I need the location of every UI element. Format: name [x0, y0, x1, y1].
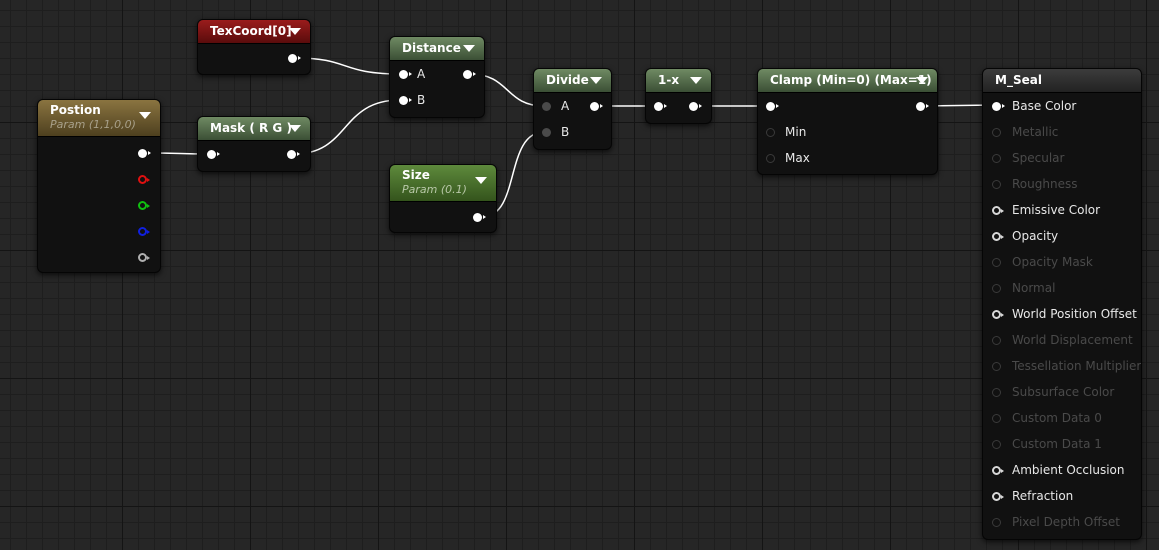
clamp-min-pin[interactable] [766, 128, 775, 137]
position-b-output-pin[interactable] [138, 227, 150, 236]
material-specular-pin[interactable] [992, 154, 1001, 163]
distance-input-a-label: A [417, 67, 426, 81]
material-subsurface-color-pin[interactable] [992, 388, 1001, 397]
texcoord-node[interactable]: TexCoord[0] [197, 19, 311, 75]
material-custom-data-0-label: Custom Data 0 [1012, 411, 1102, 425]
position-a-output-pin[interactable] [138, 253, 150, 262]
material-roughness-pin[interactable] [992, 180, 1001, 189]
material-refraction-label: Refraction [1012, 489, 1074, 503]
clamp-node[interactable]: Clamp (Min=0) (Max=1) Min Max [757, 68, 938, 175]
wire-texcoord-distance-a[interactable] [295, 57, 401, 75]
material-opacity-pin[interactable] [992, 232, 1004, 241]
distance-input-b-label: B [417, 93, 426, 107]
distance-node-header[interactable]: Distance [390, 37, 484, 61]
material-opacity-mask-label: Opacity Mask [1012, 255, 1093, 269]
material-emissive-color-label: Emissive Color [1012, 203, 1101, 217]
position-param-title: Postion [50, 103, 101, 117]
size-param-node[interactable]: Size Param (0.1) [389, 164, 497, 233]
collapse-arrow-icon[interactable] [289, 28, 301, 35]
size-param-title: Size [402, 168, 430, 182]
material-title: M_Seal [995, 73, 1042, 87]
distance-input-b-pin[interactable] [399, 96, 412, 105]
clamp-min-label: Min [785, 125, 807, 139]
material-base-color-label: Base Color [1012, 99, 1077, 113]
divide-input-a-pin[interactable] [542, 102, 551, 111]
material-pixel-depth-offset-label: Pixel Depth Offset [1012, 515, 1120, 529]
distance-input-a-pin[interactable] [399, 70, 412, 79]
material-custom-data-1-pin[interactable] [992, 440, 1001, 449]
divide-input-a-label: A [561, 99, 570, 113]
texcoord-node-header[interactable]: TexCoord[0] [198, 20, 310, 44]
material-custom-data-1-label: Custom Data 1 [1012, 437, 1102, 451]
collapse-arrow-icon[interactable] [690, 77, 702, 84]
divide-node-title: Divide [546, 73, 589, 87]
position-g-output-pin[interactable] [138, 201, 150, 210]
material-metallic-pin[interactable] [992, 128, 1001, 137]
divide-input-b-pin[interactable] [542, 128, 551, 137]
material-normal-label: Normal [1012, 281, 1056, 295]
material-specular-label: Specular [1012, 151, 1065, 165]
mask-node-title: Mask ( R G ) [210, 121, 292, 135]
collapse-arrow-icon[interactable] [289, 125, 301, 132]
distance-node-title: Distance [402, 41, 461, 55]
clamp-node-title: Clamp (Min=0) (Max=1) [770, 73, 932, 87]
material-normal-pin[interactable] [992, 284, 1001, 293]
clamp-max-pin[interactable] [766, 154, 775, 163]
material-ambient-occlusion-label: Ambient Occlusion [1012, 463, 1125, 477]
one-minus-input-pin[interactable] [654, 102, 667, 111]
clamp-node-header[interactable]: Clamp (Min=0) (Max=1) [758, 69, 937, 93]
one-minus-node-header[interactable]: 1-x [646, 69, 711, 93]
material-emissive-color-pin[interactable] [992, 206, 1004, 215]
one-minus-node[interactable]: 1-x [645, 68, 712, 124]
material-tessellation-multiplier-pin[interactable] [992, 362, 1001, 371]
material-base-color-pin[interactable] [992, 102, 1005, 111]
clamp-input-pin[interactable] [766, 102, 779, 111]
material-tessellation-multiplier-label: Tessellation Multiplier [1012, 359, 1142, 373]
collapse-arrow-icon[interactable] [916, 77, 928, 84]
material-world-displacement-label: World Displacement [1012, 333, 1133, 347]
divide-input-b-label: B [561, 125, 570, 139]
material-opacity-label: Opacity [1012, 229, 1059, 243]
one-minus-output-pin[interactable] [689, 102, 702, 111]
distance-output-pin[interactable] [463, 70, 476, 79]
distance-node[interactable]: Distance A B [389, 36, 485, 118]
material-subsurface-color-label: Subsurface Color [1012, 385, 1115, 399]
clamp-output-pin[interactable] [916, 102, 929, 111]
position-param-header[interactable]: Postion Param (1,1,0,0) [38, 100, 160, 137]
material-ambient-occlusion-pin[interactable] [992, 466, 1004, 475]
mask-node-header[interactable]: Mask ( R G ) [198, 117, 310, 141]
texcoord-output-pin[interactable] [288, 54, 301, 63]
position-r-output-pin[interactable] [138, 175, 150, 184]
position-rgba-output-pin[interactable] [138, 149, 151, 158]
position-param-subtitle: Param (1,1,0,0) [50, 118, 136, 131]
collapse-arrow-icon[interactable] [475, 177, 487, 184]
mask-input-pin[interactable] [207, 150, 220, 159]
size-param-subtitle: Param (0.1) [402, 183, 467, 196]
material-custom-data-0-pin[interactable] [992, 414, 1001, 423]
material-roughness-label: Roughness [1012, 177, 1078, 191]
mask-output-pin[interactable] [287, 150, 300, 159]
material-opacity-mask-pin[interactable] [992, 258, 1001, 267]
collapse-arrow-icon[interactable] [139, 112, 151, 119]
material-metallic-label: Metallic [1012, 125, 1059, 139]
material-world-displacement-pin[interactable] [992, 336, 1001, 345]
material-pixel-depth-offset-pin[interactable] [992, 518, 1001, 527]
collapse-arrow-icon[interactable] [463, 45, 475, 52]
one-minus-node-title: 1-x [658, 73, 680, 87]
divide-node-header[interactable]: Divide [534, 69, 611, 93]
mask-node[interactable]: Mask ( R G ) [197, 116, 311, 172]
divide-node[interactable]: Divide A B [533, 68, 612, 150]
position-param-node[interactable]: Postion Param (1,1,0,0) [37, 99, 161, 273]
clamp-max-label: Max [785, 151, 810, 165]
material-result-header[interactable]: M_Seal [983, 69, 1141, 93]
divide-output-pin[interactable] [590, 102, 603, 111]
material-refraction-pin[interactable] [992, 492, 1004, 501]
material-world-position-offset-pin[interactable] [992, 310, 1004, 319]
texcoord-node-title: TexCoord[0] [210, 24, 292, 38]
size-output-pin[interactable] [473, 213, 486, 222]
material-world-position-offset-label: World Position Offset [1012, 307, 1137, 321]
size-param-header[interactable]: Size Param (0.1) [390, 165, 496, 202]
collapse-arrow-icon[interactable] [590, 77, 602, 84]
